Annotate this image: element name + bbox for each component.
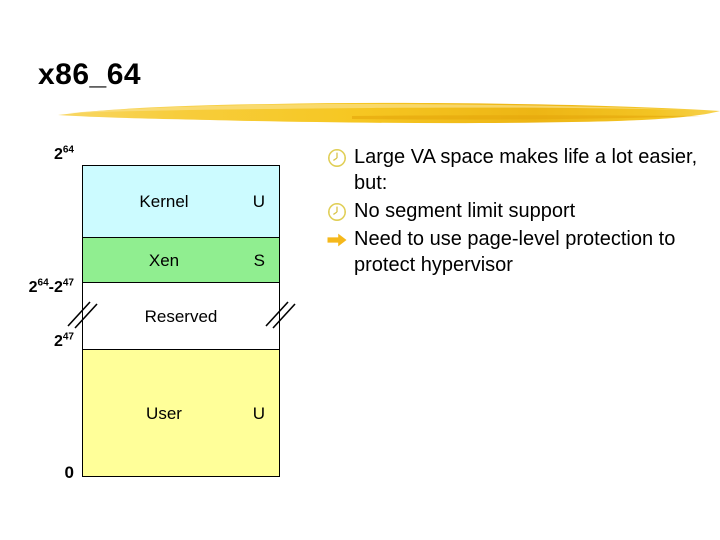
bullet-list: Large VA space makes life a lot easier, … — [326, 144, 712, 280]
memory-band-user: User U — [82, 350, 280, 477]
page-title: x86_64 — [38, 58, 142, 91]
memory-band-reserved: Reserved — [82, 283, 280, 350]
memory-band-kernel: Kernel U — [82, 165, 280, 238]
bullet-text: No segment limit support — [354, 200, 576, 222]
memory-band-reserved-label: Reserved — [144, 306, 218, 326]
axis-label-2-47: 247 — [53, 331, 74, 350]
bullet-item: Large VA space makes life a lot easier, … — [326, 144, 712, 196]
clock-icon — [326, 147, 348, 169]
clock-icon — [326, 201, 348, 223]
memory-map-diagram: Kernel U Xen S Reserved User U — [67, 165, 296, 477]
memory-band-kernel-mode: U — [252, 192, 265, 211]
memory-band-xen-mode: S — [253, 250, 265, 270]
axis-label-zero: 0 — [64, 463, 74, 482]
axis-label-2-64: 264 — [53, 144, 74, 163]
bullet-item: No segment limit support — [326, 198, 712, 224]
bullet-item: Need to use page-level protection to pro… — [326, 226, 712, 278]
bullet-text: Large VA space makes life a lot easier, … — [354, 146, 698, 194]
memory-band-user-mode: U — [252, 403, 265, 423]
arrow-right-icon — [326, 229, 348, 251]
brush-stroke-divider — [52, 96, 720, 126]
arrow-right-icon-svg — [327, 233, 347, 247]
memory-band-xen-label: Xen — [148, 250, 180, 270]
bullet-text: Need to use page-level protection to pro… — [354, 228, 676, 276]
clock-icon-svg — [328, 149, 346, 167]
clock-icon-svg — [328, 203, 346, 221]
axis-label-2-64-minus-2-47: 264-247 — [28, 277, 74, 296]
brush-stroke-icon — [58, 102, 720, 124]
memory-band-xen: Xen S — [82, 238, 280, 283]
memory-band-kernel-label: Kernel — [139, 192, 189, 211]
memory-band-user-label: User — [146, 403, 182, 423]
